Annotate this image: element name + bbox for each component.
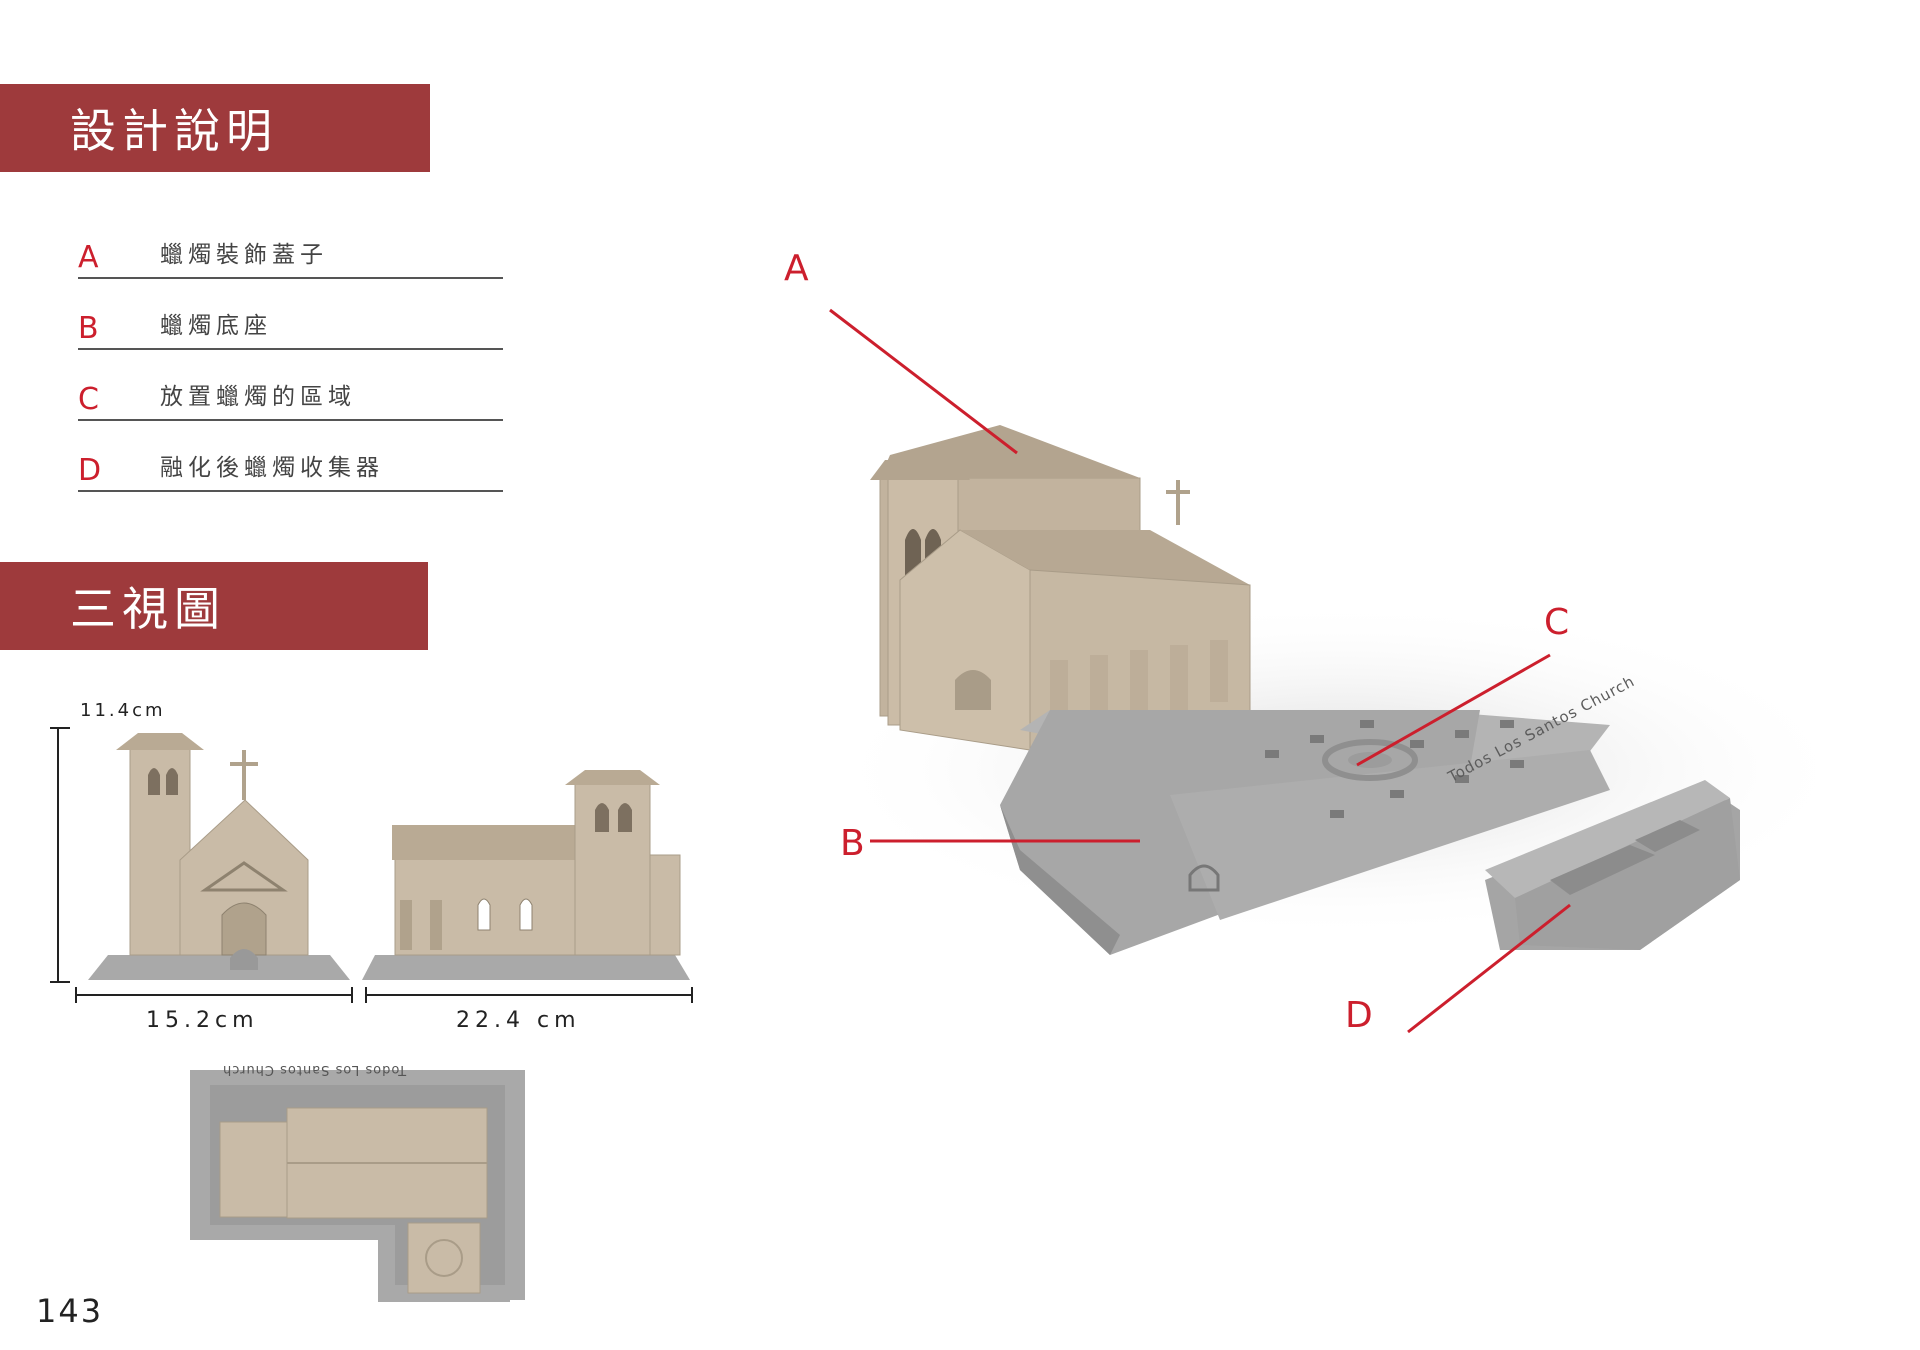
legend-text-a: 蠟燭裝飾蓋子 (160, 242, 328, 268)
side-view-church (362, 770, 690, 980)
exploded-model-render (820, 308, 1860, 1034)
height-dimension-line (50, 727, 70, 983)
section-title-views: 三視圖 (0, 562, 428, 650)
side-width-dimension: 22.4 cm (456, 1008, 581, 1033)
candle-base (1000, 710, 1610, 955)
candle-lid-church (870, 425, 1251, 751)
width-dimension-lines (75, 987, 693, 1003)
front-view-church (88, 733, 350, 980)
callout-b: B (840, 823, 865, 864)
front-width-dimension: 15.2cm (146, 1008, 259, 1033)
legend-text-d: 融化後蠟燭收集器 (160, 455, 384, 481)
legend-row-b: B 蠟燭底座 (78, 279, 503, 350)
section-title-design-text: 設計說明 (70, 104, 278, 158)
legend-letter-d: D (78, 453, 102, 488)
section-title-design: 設計說明 (0, 84, 430, 172)
callout-c: C (1544, 602, 1570, 643)
legend-text-b: 蠟燭底座 (160, 313, 272, 339)
legend-text-c: 放置蠟燭的區域 (160, 384, 356, 410)
top-view-church (190, 1070, 525, 1302)
page-number: 143 (36, 1292, 104, 1330)
three-view-drawings (50, 727, 693, 1302)
parts-legend: A 蠟燭裝飾蓋子 B 蠟燭底座 C 放置蠟燭的區域 D 融化後蠟燭收集器 (78, 208, 503, 492)
top-view-engraving: Todos Los Santos Church (222, 1062, 407, 1077)
legend-letter-c: C (78, 382, 99, 417)
callout-a: A (784, 248, 809, 289)
wax-collector-tray (1485, 780, 1740, 950)
callout-d: D (1345, 995, 1373, 1036)
height-dimension: 11.4cm (80, 700, 166, 721)
legend-letter-a: A (78, 240, 99, 275)
callout-leader-lines (829, 308, 1571, 1034)
section-title-views-text: 三視圖 (70, 582, 226, 636)
legend-letter-b: B (78, 311, 99, 346)
legend-row-c: C 放置蠟燭的區域 (78, 350, 503, 421)
legend-row-d: D 融化後蠟燭收集器 (78, 421, 503, 492)
legend-row-a: A 蠟燭裝飾蓋子 (78, 208, 503, 279)
